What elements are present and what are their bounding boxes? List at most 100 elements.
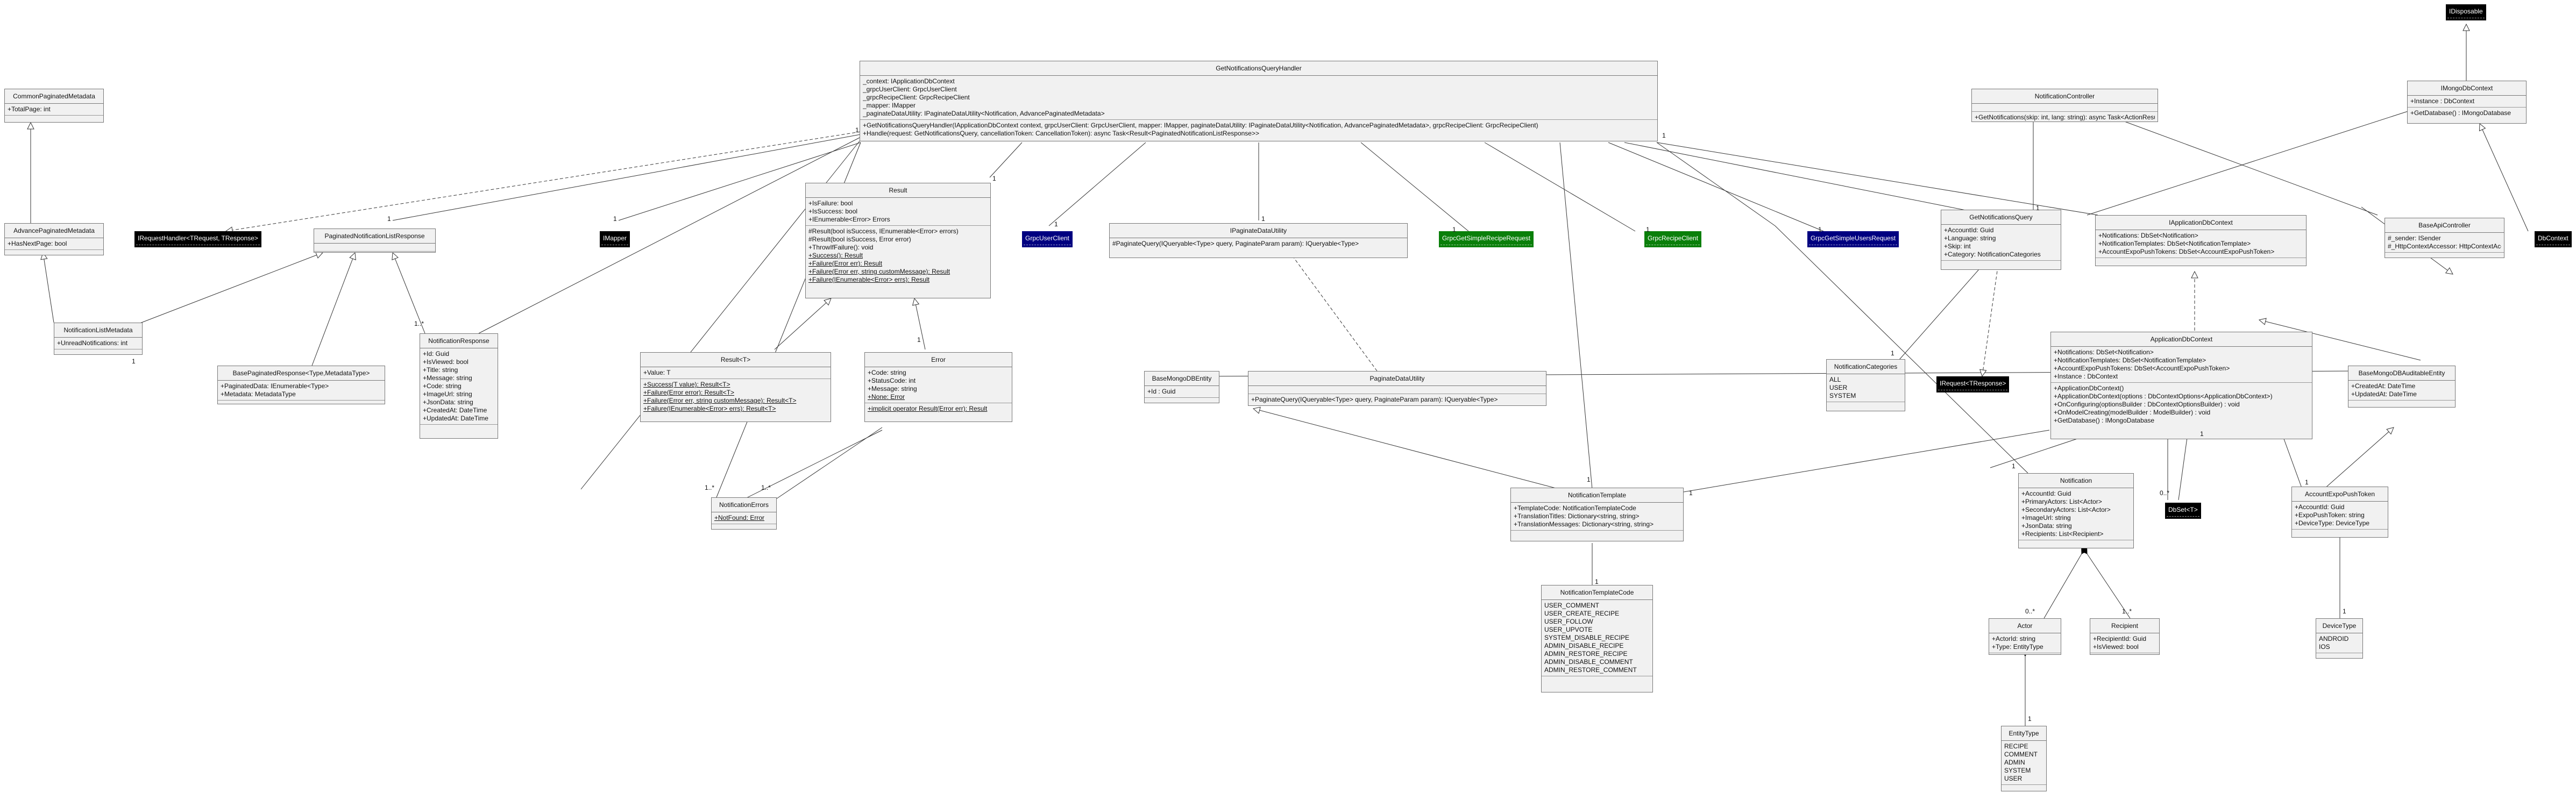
static-method: +Success(T value): Result<T> [643, 381, 730, 388]
class-ipaginate-data-utility: IPaginateDataUtility #PaginateQuery(IQue… [1109, 223, 1408, 258]
field: +IsSuccess: bool [808, 208, 858, 215]
field: +UpdatedAt: DateTime [423, 415, 488, 422]
field: _mapper: IMapper [863, 102, 916, 109]
field: +AccountExpoPushTokens: DbSet<AccountExp… [2054, 365, 2230, 372]
field: +IsViewed: bool [423, 358, 469, 366]
enum-value: USER [2004, 775, 2023, 782]
class-name: AdvancePaginatedMetadata [5, 224, 103, 238]
enum-value: SYSTEM [1829, 392, 1856, 399]
class-notification-controller: NotificationController +GetNotifications… [1971, 89, 2158, 122]
multiplicity-label: 1 [992, 175, 996, 182]
class-base-api-controller: BaseApiController #_sender: ISender #_Ht… [2385, 218, 2504, 258]
class-name: EntityType [2002, 726, 2046, 741]
static-method: +Failure(Error err, string customMessage… [808, 268, 950, 275]
enum-value: ADMIN_DISABLE_COMMENT [1544, 658, 1633, 666]
field: +Skip: int [1944, 242, 1971, 250]
multiplicity-label: 1 [1595, 578, 1599, 585]
field: +AccountId: Guid [2295, 503, 2345, 511]
class-notification-list-metadata: NotificationListMetadata +UnreadNotifica… [54, 323, 143, 355]
field: +Message: string [423, 374, 472, 382]
class-name: Notification [2019, 474, 2133, 488]
field: +Code: string [868, 369, 906, 376]
field: +Type: EntityType [1992, 643, 2043, 651]
method: #Result(bool isSuccess, IEnumerable<Erro… [808, 227, 959, 235]
class-name: IPaginateDataUtility [1110, 224, 1407, 238]
field: +JsonData: string [423, 398, 473, 406]
chip-irequest-handler: IRequestHandler<TRequest, TResponse> [134, 231, 261, 247]
class-actor: Actor +ActorId: string +Type: EntityType [1989, 618, 2061, 655]
field: +HasNextPage: bool [8, 240, 67, 247]
class-name: Recipient [2090, 619, 2159, 633]
class-error: Error +Code: string +StatusCode: int +Me… [864, 352, 1012, 422]
multiplicity-label: 1 [1689, 489, 1693, 497]
class-name: Actor [1989, 619, 2061, 633]
field: +IEnumerable<Error> Errors [808, 216, 890, 223]
enum-value: ADMIN [2004, 759, 2025, 766]
enum-value: SYSTEM [2004, 767, 2031, 774]
field: +Message: string [868, 385, 917, 392]
class-common-paginated-metadata: CommonPaginatedMetadata +TotalPage: int [4, 89, 104, 123]
multiplicity-label: 1 [613, 215, 617, 223]
field: +TotalPage: int [8, 105, 51, 113]
multiplicity-label: 0..* [2160, 489, 2170, 497]
field: +PaginatedData: IEnumerable<Type> [221, 382, 329, 390]
multiplicity-label: 1 [2028, 715, 2032, 723]
field: +Notifications: DbSet<Notification> [2054, 348, 2154, 356]
method: +ThrowIfFailure(): void [808, 244, 874, 251]
field: +JsonData: string [2021, 522, 2072, 530]
class-name: BaseMongoDBAuditableEntity [2348, 366, 2455, 381]
method: +GetNotifications(skip: int, lang: strin… [1975, 113, 2155, 121]
field: +PrimaryActors: List<Actor> [2021, 498, 2102, 505]
class-get-notifications-query: GetNotificationsQuery +AccountId: Guid +… [1941, 210, 2061, 270]
method: #Result(bool isSuccess, Error error) [808, 235, 911, 243]
static-method: +Failure(IEnumerable<Error> errs): Resul… [643, 405, 776, 412]
static-method: +Failure(IEnumerable<Error> errs): Resul… [808, 276, 930, 283]
class-account-expo-push-token: AccountExpoPushToken +AccountId: Guid +E… [2291, 487, 2388, 538]
class-name: NotificationResponse [420, 334, 498, 348]
class-result: Result +IsFailure: bool +IsSuccess: bool… [805, 183, 991, 298]
class-name: GetNotificationsQueryHandler [860, 61, 1657, 76]
class-name: PaginatedNotificationListResponse [314, 229, 435, 244]
class-imongo-db-context: IMongoDbContext +Instance : DbContext +G… [2407, 81, 2527, 124]
class-name: DeviceType [2316, 619, 2362, 633]
class-application-db-context: ApplicationDbContext +Notifications: DbS… [2050, 332, 2312, 439]
multiplicity-label: 1 [1587, 476, 1591, 483]
class-advance-paginated-metadata: AdvancePaginatedMetadata +HasNextPage: b… [4, 223, 104, 255]
enum-device-type: DeviceType ANDROID IOS [2316, 618, 2363, 659]
class-name: NotificationTemplateCode [1542, 585, 1652, 600]
class-base-mongodb-auditable-entity: BaseMongoDBAuditableEntity +CreatedAt: D… [2348, 366, 2456, 408]
multiplicity-label: 1 [1261, 215, 1265, 223]
multiplicity-label: 1 [1662, 132, 1666, 139]
multiplicity-label: 1..* [705, 484, 715, 491]
field: +Instance : DbContext [2054, 373, 2118, 380]
static-method: +Failure(Error err): Result [808, 260, 883, 267]
multiplicity-label: 1..* [761, 484, 771, 491]
class-notification-errors: NotificationErrors +NotFound: Error [711, 497, 777, 530]
class-notification-template: NotificationTemplate +TemplateCode: Noti… [1510, 488, 1684, 541]
enum-notification-template-code: NotificationTemplateCode USER_COMMENT US… [1541, 585, 1653, 692]
class-name: NotificationListMetadata [54, 323, 142, 338]
method: +PaginateQuery(IQueryable<Type> query, P… [1251, 396, 1498, 403]
enum-value: ADMIN_RESTORE_COMMENT [1544, 666, 1637, 674]
field: +IsFailure: bool [808, 199, 853, 207]
enum-value: ADMIN_DISABLE_RECIPE [1544, 642, 1624, 649]
multiplicity-label: 1 [1452, 226, 1456, 233]
class-name: AccountExpoPushToken [2292, 487, 2388, 502]
static-method: +Failure(Error err, string customMessage… [643, 397, 797, 404]
class-name: NotificationTemplate [1511, 488, 1683, 503]
field: +SecondaryActors: List<Actor> [2021, 506, 2111, 513]
multiplicity-label: 1 [2036, 204, 2040, 212]
enum-value: ANDROID [2319, 635, 2349, 642]
enum-value: RECIPE [2004, 742, 2028, 750]
method: +OnModelCreating(modelBuilder : ModelBui… [2054, 409, 2211, 416]
field: +NotificationTemplates: DbSet<Notificati… [2054, 356, 2206, 364]
class-result-t: Result<T> +Value: T +Success(T value): R… [640, 352, 831, 422]
enum-value: USER_UPVOTE [1544, 626, 1593, 633]
field: +TranslationMessages: Dictionary<string,… [1514, 520, 1654, 528]
field: +Id : Guid [1147, 388, 1176, 395]
field: +Notifications: DbSet<Notification> [2098, 232, 2198, 239]
multiplicity-label: 1 [1054, 220, 1058, 228]
multiplicity-label: 1 [387, 215, 391, 223]
class-notification: Notification +AccountId: Guid +PrimaryAc… [2018, 473, 2134, 548]
class-name: PaginateDataUtility [1248, 372, 1546, 386]
